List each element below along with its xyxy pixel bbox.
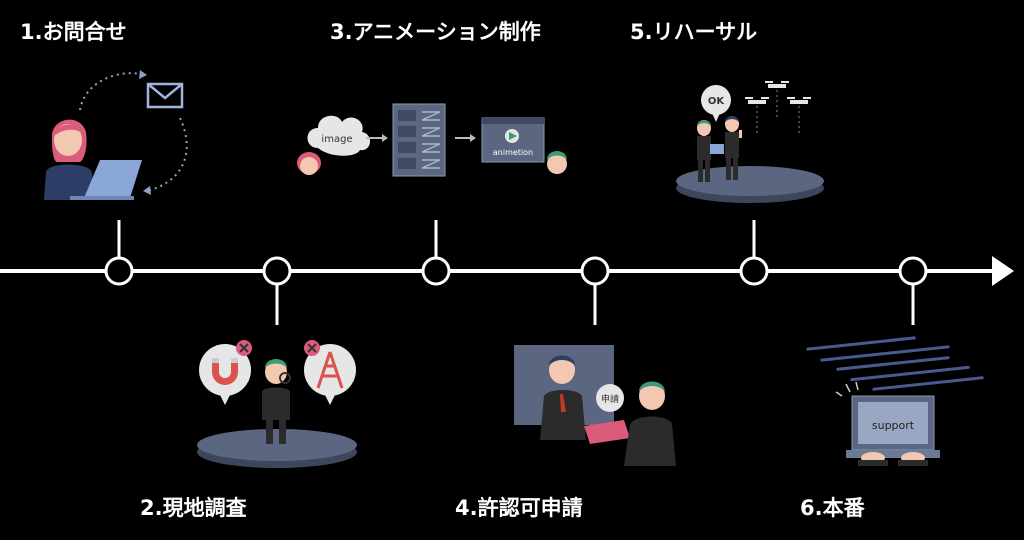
drone-icon-1 — [765, 81, 789, 118]
drone-icon-3 — [787, 97, 811, 134]
permit-illustration: 申請 — [514, 345, 676, 466]
ok-bubble: OK — [701, 85, 731, 122]
ok-bubble-label: OK — [708, 96, 726, 107]
timeline-node-2 — [262, 256, 292, 286]
mail-icon — [146, 82, 184, 109]
timeline — [0, 220, 1014, 325]
arrow-head-in — [143, 186, 151, 195]
timeline-node-4 — [580, 256, 610, 286]
magnet-icon — [212, 362, 238, 385]
animation-screen-label: animetion — [493, 148, 533, 157]
timeline-node-5 — [739, 256, 769, 286]
timeline-arrowhead — [992, 256, 1014, 286]
tower-icon — [316, 351, 344, 389]
boy-avatar — [547, 151, 567, 174]
image-cloud: image — [307, 115, 371, 156]
storyboard-icon — [392, 103, 446, 177]
play-icon — [509, 132, 517, 140]
officer-person — [540, 355, 586, 440]
support-screen-label: support — [872, 419, 915, 432]
timeline-node-6 — [898, 256, 928, 286]
drone-icon-2 — [745, 97, 769, 134]
stage-platform-2 — [676, 166, 824, 196]
image-cloud-label: image — [321, 134, 352, 145]
arrow-head-out — [139, 70, 147, 79]
step-1-label: 1.お問合せ — [20, 20, 127, 44]
document-icon — [584, 420, 630, 444]
dotted-arrow-out — [79, 72, 141, 111]
magnet-bubble — [199, 340, 252, 405]
step-6-label: 6.本番 — [800, 496, 865, 520]
rehearsal-illustration: OK — [676, 81, 824, 203]
girl-avatar — [297, 152, 321, 175]
survey-illustration — [197, 340, 357, 468]
tower-bubble — [304, 340, 356, 405]
support-laptop: support — [846, 395, 940, 466]
drone-swarm-lines — [806, 336, 984, 391]
support-illustration: support — [806, 336, 984, 466]
applicant-person — [624, 381, 676, 466]
crew-person-2 — [725, 116, 742, 180]
step-3-label: 3.アニメーション制作 — [330, 20, 541, 44]
alert-marks-icon — [835, 381, 859, 397]
animation-screen: animetion — [481, 117, 545, 163]
stage-platform — [197, 429, 357, 461]
animation-illustration: image animetio — [297, 103, 567, 177]
step-5-label: 5.リハーサル — [630, 20, 758, 44]
woman-at-laptop — [44, 119, 142, 200]
crew-person-1 — [697, 120, 724, 182]
application-bubble: 申請 — [596, 384, 624, 412]
timeline-node-3 — [421, 256, 451, 286]
timeline-node-1 — [104, 256, 134, 286]
step-2-label: 2.現地調査 — [140, 496, 247, 520]
application-bubble-label: 申請 — [601, 393, 619, 405]
drone-icons — [745, 81, 811, 134]
surveyor-person — [262, 359, 291, 444]
tablet-icon — [710, 144, 724, 154]
laptop-icon — [84, 160, 142, 198]
step-4-label: 4.許認可申請 — [455, 496, 583, 520]
dotted-arrow-in — [149, 117, 188, 191]
magnifier-icon — [279, 372, 291, 384]
inquiry-illustration — [44, 70, 188, 200]
